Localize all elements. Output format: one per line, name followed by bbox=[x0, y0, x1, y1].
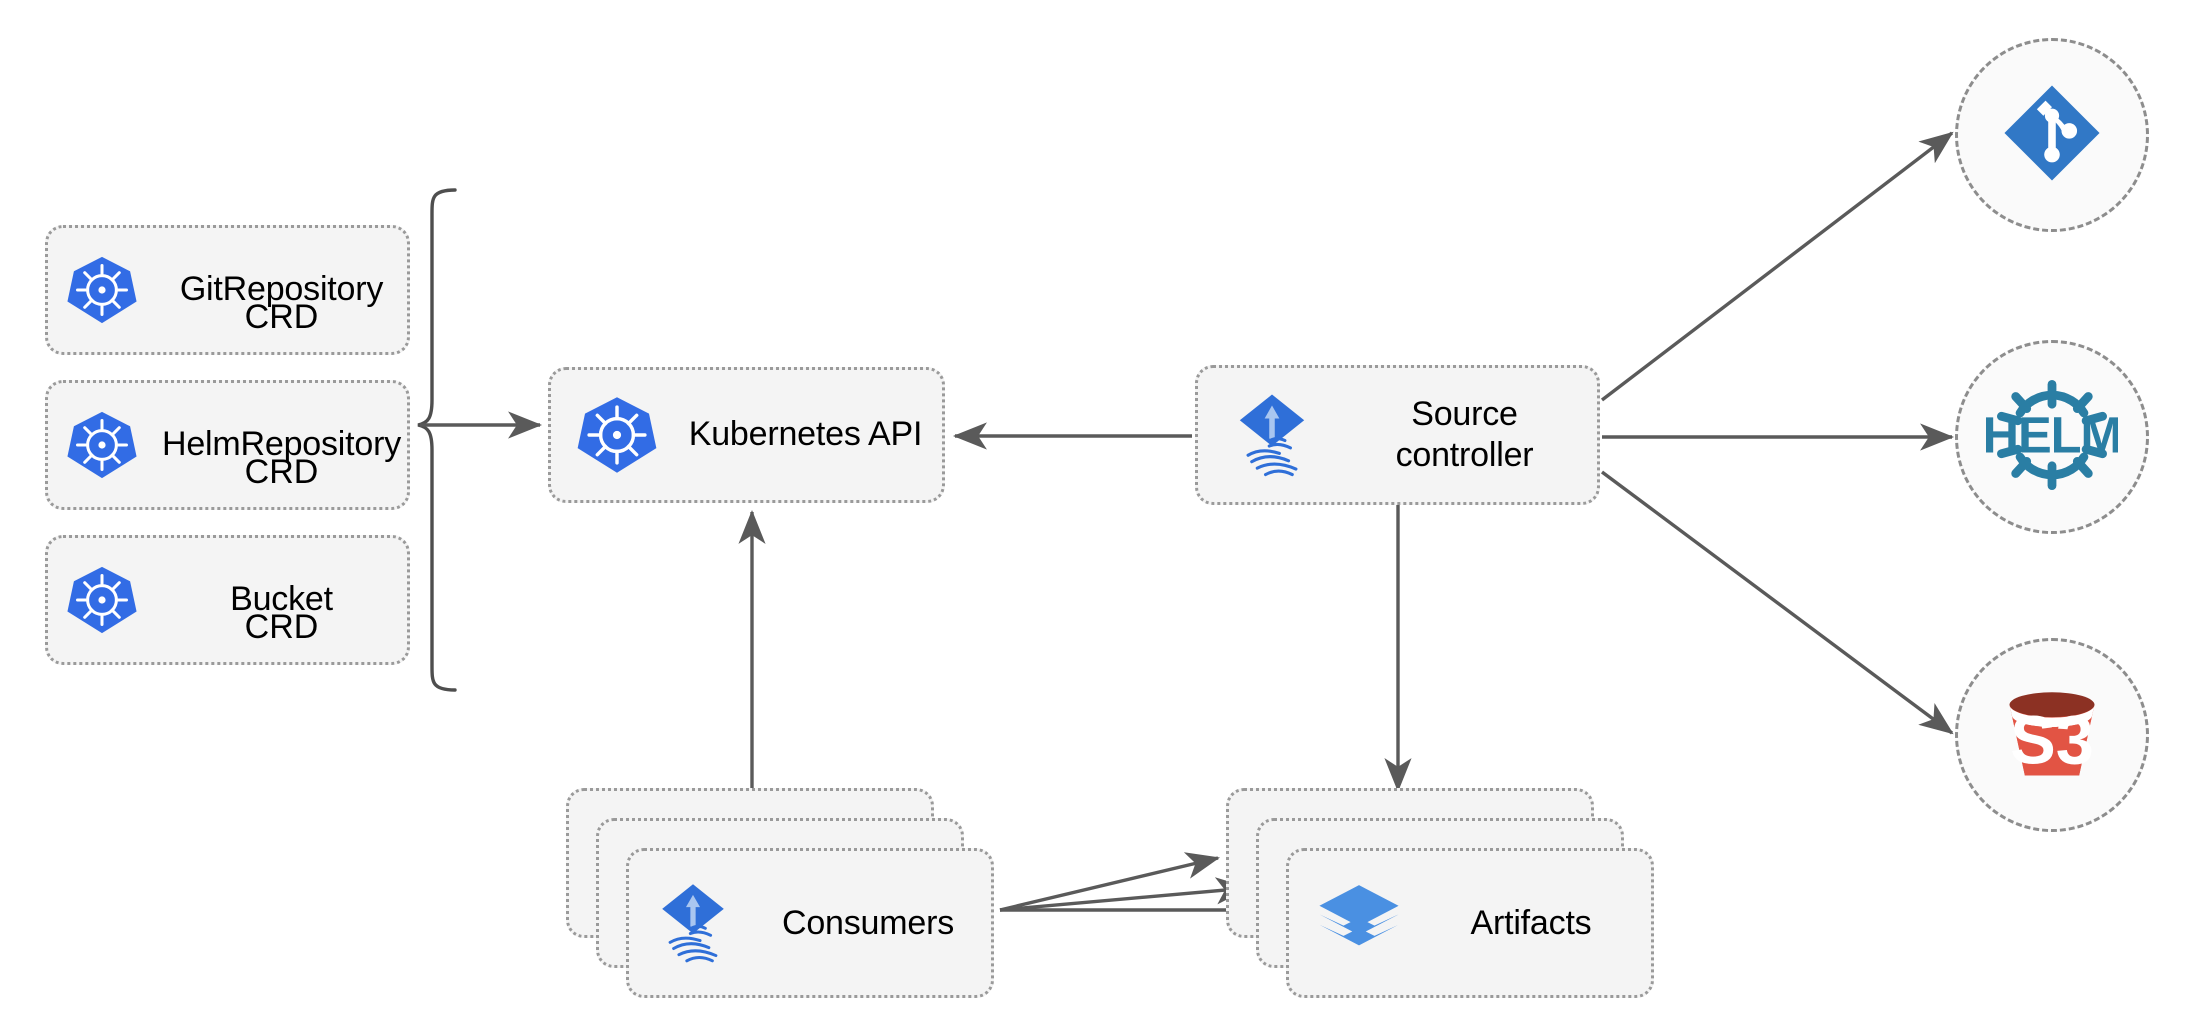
crd-card-bucket[interactable]: Bucket CRD bbox=[45, 535, 410, 665]
crd-card-sublabel: CRD bbox=[244, 298, 319, 336]
s3-bucket-icon: S3 bbox=[1993, 674, 2111, 797]
edge-consumers-to-artifacts-1 bbox=[999, 852, 1220, 912]
crd-card-label: HelmRepository bbox=[161, 425, 402, 464]
crd-card-sublabel: CRD bbox=[244, 453, 319, 491]
provider-s3[interactable]: S3 bbox=[1955, 638, 2149, 832]
crd-card-helmrepository[interactable]: HelmRepository CRD bbox=[45, 380, 410, 510]
helm-icon: HELM bbox=[1983, 369, 2123, 506]
crd-card-label: GitRepository bbox=[179, 270, 384, 309]
kubernetes-icon bbox=[48, 254, 156, 326]
helm-label: HELM bbox=[1986, 406, 2118, 463]
artifacts-stack-layer-front[interactable]: Artifacts bbox=[1286, 848, 1654, 998]
s3-label: S3 bbox=[2010, 701, 2094, 778]
node-label: Consumers bbox=[781, 903, 955, 942]
flux-icon bbox=[1212, 389, 1332, 481]
node-source-controller[interactable]: Source controller bbox=[1195, 365, 1600, 505]
node-label: Artifacts bbox=[1470, 903, 1592, 942]
node-consumers[interactable]: Consumers bbox=[566, 788, 1006, 998]
consumers-stack-layer-front[interactable]: Consumers bbox=[626, 848, 994, 998]
node-label: Kubernetes API bbox=[688, 415, 923, 454]
crd-card-gitrepository[interactable]: GitRepository CRD bbox=[45, 225, 410, 355]
crd-card-label: Bucket bbox=[230, 580, 333, 619]
provider-git[interactable] bbox=[1955, 38, 2149, 232]
kubernetes-icon bbox=[48, 564, 156, 636]
layers-icon bbox=[1307, 880, 1411, 966]
crd-card-sublabel: CRD bbox=[244, 608, 319, 646]
edge-sourcecontroller-to-git bbox=[1600, 131, 1954, 402]
edge-consumers-to-artifacts-2 bbox=[999, 877, 1251, 912]
node-label: Source controller bbox=[1395, 394, 1534, 474]
git-icon bbox=[1998, 79, 2106, 192]
edge-sourcecontroller-to-s3 bbox=[1600, 470, 1954, 735]
kubernetes-icon bbox=[48, 409, 156, 481]
node-artifacts[interactable]: Artifacts bbox=[1226, 788, 1666, 998]
kubernetes-icon bbox=[565, 394, 669, 476]
provider-helm[interactable]: HELM bbox=[1955, 340, 2149, 534]
node-kubernetes-api[interactable]: Kubernetes API bbox=[548, 367, 945, 503]
crd-group-bracket bbox=[417, 188, 457, 692]
flux-icon bbox=[641, 879, 745, 967]
